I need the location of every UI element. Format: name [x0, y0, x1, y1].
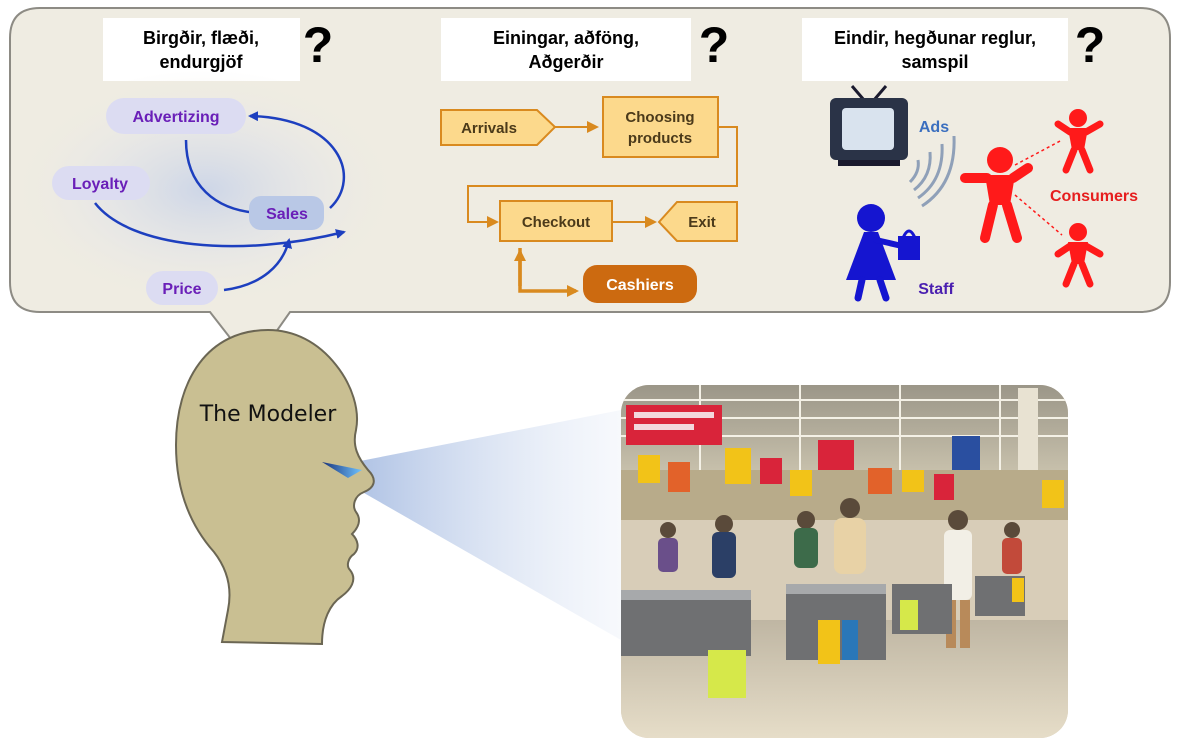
node-advertizing [106, 98, 246, 134]
node-choosing-products [602, 96, 719, 158]
node-advertizing-label: Advertizing [132, 109, 219, 126]
signal-waves-icon [908, 135, 956, 208]
modeler-label: The Modeler [199, 402, 337, 427]
node-checkout-label: Checkout [522, 214, 590, 231]
heading-line-2: samspil [901, 52, 968, 72]
heading-line-1: Eindir, hegðunar reglur, [834, 28, 1036, 48]
consumer-icon-bottom [1054, 223, 1104, 288]
eye-icon [322, 462, 362, 478]
node-price-label: Price [162, 281, 201, 298]
node-exit [657, 201, 738, 242]
heading-line-1: Einingar, aðföng, [493, 28, 639, 48]
vision-beam [350, 410, 621, 640]
node-choosing-label-1: Choosing [625, 109, 694, 126]
consumer-icon-top [1054, 109, 1104, 174]
heading-line-2: endurgjöf [160, 52, 244, 72]
heading-line-2: Aðgerðir [528, 52, 603, 72]
tv-icon [830, 85, 908, 166]
arrow-advertizing-to-sales [184, 139, 260, 218]
consumer-icon-main [960, 147, 1033, 243]
ads-label: Ads [919, 119, 949, 136]
node-price [146, 271, 218, 305]
node-loyalty-label: Loyalty [72, 176, 128, 193]
agent-based-scene: Ads [830, 85, 1138, 302]
panel-heading-agents-rules: Eindir, hegðunar reglur, samspil [802, 18, 1068, 81]
staff-icon [846, 204, 920, 302]
flow-choosing-to-checkout [467, 126, 738, 228]
heading-line-1: Birgðir, flæði, [143, 28, 259, 48]
panel-heading-entities-resources: Einingar, aðföng, Aðgerðir [441, 18, 691, 81]
arrow-price-to-sales [223, 238, 292, 292]
question-mark-2: ? [699, 17, 730, 73]
arrow-sales-to-advertizing [248, 111, 346, 209]
arrow-loyalty-to-sales [94, 202, 346, 248]
node-arrivals-label: Arrivals [461, 120, 517, 137]
node-choosing-label-2: products [628, 130, 692, 147]
node-arrivals [440, 109, 557, 146]
node-checkout [499, 200, 613, 242]
node-sales-label: Sales [266, 206, 308, 223]
supermarket-photo [621, 385, 1068, 738]
node-cashiers [583, 265, 697, 303]
node-loyalty [52, 166, 150, 200]
link-consumer-top [1014, 139, 1063, 166]
staff-label: Staff [918, 281, 954, 298]
system-dynamics-diagram: Advertizing Loyalty Sales Price [5, 70, 405, 310]
node-cashiers-label: Cashiers [606, 277, 674, 294]
question-mark-1: ? [303, 17, 334, 73]
consumers-label: Consumers [1050, 188, 1138, 205]
question-mark-3: ? [1075, 17, 1106, 73]
node-exit-label: Exit [688, 214, 716, 231]
link-consumer-bottom [1014, 194, 1063, 236]
modeler-head: The Modeler [174, 328, 375, 646]
node-sales [249, 196, 324, 230]
process-flowchart: Arrivals Choosing products Checkout Exit… [440, 96, 738, 303]
